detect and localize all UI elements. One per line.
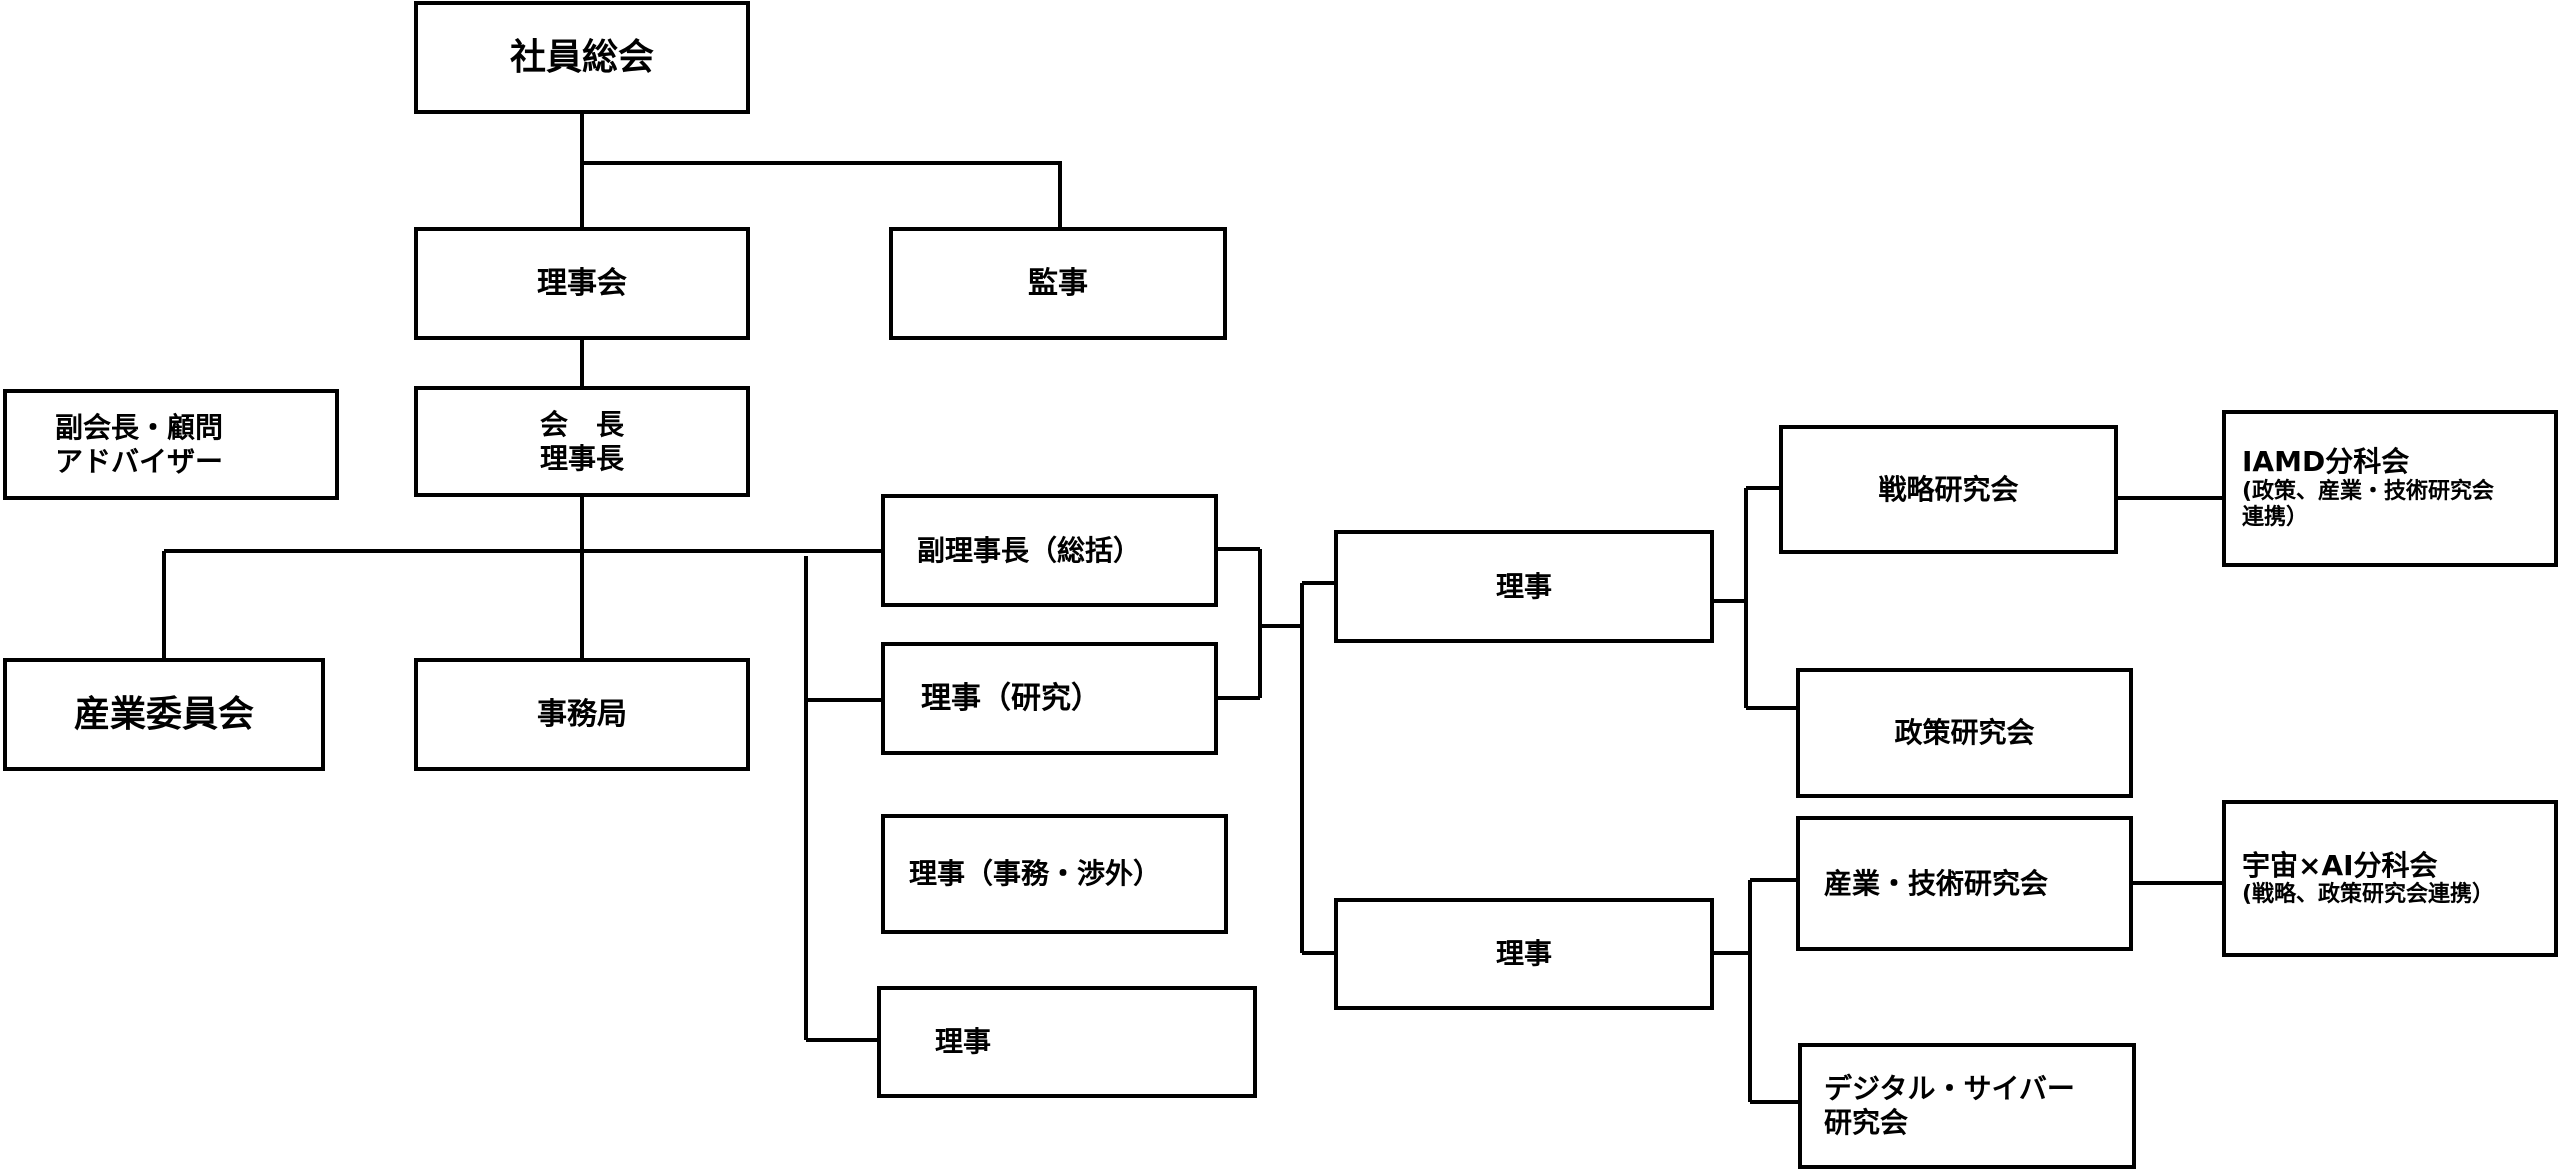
director-plain-box: 理事 [877,986,1257,1098]
vice-director-label: 副理事長（総括） [917,533,1142,567]
policy-group-box: 政策研究会 [1796,668,2133,798]
director-plain-label: 理事 [935,1025,992,1059]
chair-box: 会 長 理事長 [414,386,750,497]
iamd-subgroup-box: IAMD分科会 (政策、産業・技術研究会 連携） [2222,410,2558,567]
chair-label-line2: 理事長 [539,441,624,475]
space-ai-subgroup-box: 宇宙×AI分科会 (戦略、政策研究会連携） [2222,800,2558,957]
digital-cyber-label-line1: デジタル・サイバー [1824,1072,2075,1106]
board-box: 理事会 [414,227,750,340]
advisor-label-line1: 副会長・顧問 [55,410,224,444]
iamd-title: IAMD分科会 [2242,445,2410,479]
director-lower-label: 理事 [1495,937,1552,971]
auditor-box: 監事 [889,227,1227,340]
director-admin-label: 理事（事務・渉外） [909,857,1162,891]
policy-group-label: 政策研究会 [1894,716,2035,750]
secretariat-box: 事務局 [414,658,750,771]
general-assembly-label: 社員総会 [509,36,654,78]
space-ai-title: 宇宙×AI分科会 [2242,848,2438,882]
auditor-label: 監事 [1028,265,1088,301]
director-lower-box: 理事 [1334,898,1714,1010]
strategy-group-box: 戦略研究会 [1779,425,2118,554]
chair-label-line1: 会 長 [539,407,624,441]
space-ai-note: (戦略、政策研究会連携） [2242,882,2495,908]
advisor-label-line2: アドバイザー [55,444,224,478]
board-label: 理事会 [537,265,627,301]
industry-committee-label: 産業委員会 [73,693,254,735]
digital-cyber-group-box: デジタル・サイバー 研究会 [1798,1043,2136,1169]
secretariat-label: 事務局 [537,696,627,732]
vice-director-box: 副理事長（総括） [881,494,1218,607]
digital-cyber-label-line2: 研究会 [1824,1106,1909,1139]
iamd-note-line2: 連携） [2242,505,2309,531]
director-admin-box: 理事（事務・渉外） [881,814,1228,934]
advisor-box: 副会長・顧問 アドバイザー [3,389,339,500]
director-upper-box: 理事 [1334,530,1714,643]
iamd-note-line1: (政策、産業・技術研究会 [2242,478,2495,504]
director-research-label: 理事（研究） [921,680,1101,716]
industry-committee-box: 産業委員会 [3,658,325,771]
director-upper-label: 理事 [1495,569,1552,603]
general-assembly-box: 社員総会 [414,1,750,114]
industry-tech-group-box: 産業・技術研究会 [1796,816,2133,951]
industry-tech-group-label: 産業・技術研究会 [1824,866,2049,900]
director-research-box: 理事（研究） [881,642,1218,755]
strategy-group-label: 戦略研究会 [1878,472,2019,506]
